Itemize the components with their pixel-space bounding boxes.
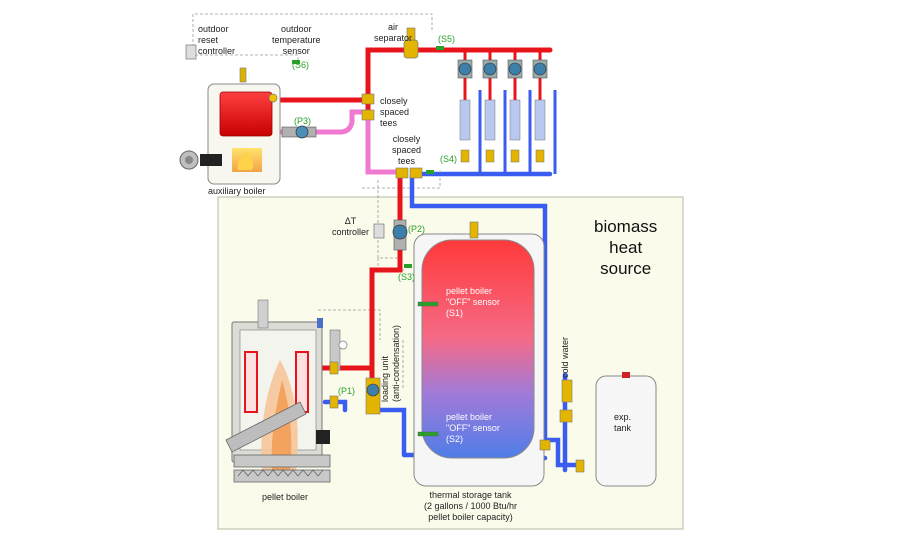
sensor-s5 [436,46,444,50]
air-separator-label: air separator [374,22,413,43]
delta-t-controller [373,223,385,239]
thermal-storage-tank [413,221,545,487]
pellet-boiler-label: pellet boiler [262,492,309,502]
s6-label: (S6) [292,60,310,70]
p3-label: (P3) [294,116,312,126]
pellet-boiler-off-sensor-s2-label: pellet boiler "OFF" sensor (S2) [446,412,500,444]
expansion-tank [595,372,657,487]
outdoor-temperature-sensor [292,60,300,64]
p1-label: (P1) [338,386,356,396]
auxiliary-boiler [179,67,281,185]
p2-label: (P2) [408,224,426,234]
closely-spaced-tees-lower-label: closely spaced tees [392,134,422,166]
aux-return-pipe [277,109,403,175]
sensor-s4 [426,170,434,174]
tee-fittings [361,93,423,179]
closely-spaced-tees-upper-label: closely spaced tees [380,96,410,128]
s5-label: (S5) [438,34,456,44]
delta-t-controller-label: ΔT controller [332,216,370,237]
cold-water-label: cold water [560,336,570,378]
loading-unit-p1 [329,361,381,415]
zone-risers-return [478,90,557,174]
s3-label: (S3) [398,272,416,282]
biomass-heat-source-title: biomass heat source [594,217,658,278]
pump-p2 [392,219,408,251]
air-separator [403,27,419,59]
loading-unit-label: loading unit (anti-condensation) [380,324,401,402]
sensor-s3 [404,264,412,268]
cold-water-assembly [539,379,585,473]
pellet-boiler-off-sensor-s1-label: pellet boiler "OFF" sensor (S1) [446,286,500,318]
outdoor-temperature-sensor-label: outdoor temperature sensor [272,24,321,56]
pump-p3 [281,125,317,139]
thermal-storage-tank-label: thermal storage tank (2 gallons / 1000 B… [424,490,518,522]
s4-label: (S4) [440,154,458,164]
zone-circulators [457,59,548,163]
auxiliary-boiler-label: auxiliary boiler [208,186,266,196]
expansion-tank-label: exp. tank [614,412,632,433]
pellet-boiler [225,299,348,483]
outdoor-reset-controller [185,44,197,60]
outdoor-reset-controller-label: outdoor reset controller [198,24,236,56]
